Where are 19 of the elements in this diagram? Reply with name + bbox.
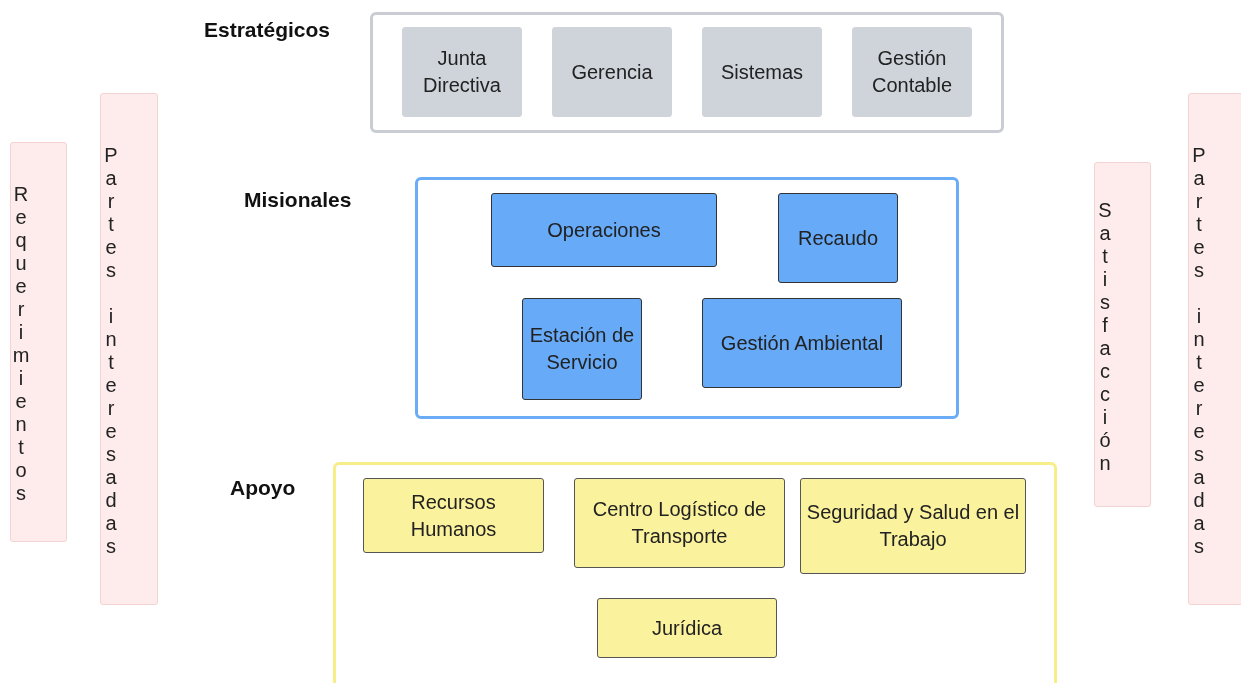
vertical-label-bar: Partes interesadas [1188, 93, 1241, 605]
vertical-label-bar: Requerimientos [10, 142, 67, 542]
process-box: Junta Directiva [402, 27, 522, 117]
process-box: Centro Logístico de Transporte [574, 478, 785, 568]
process-box: Gerencia [552, 27, 672, 117]
process-box: Operaciones [491, 193, 717, 267]
group-heading: Misionales [244, 188, 352, 212]
group-heading: Estratégicos [204, 18, 331, 42]
process-box: Seguridad y Salud en el Trabajo [800, 478, 1026, 574]
vertical-label-bar: Satisfacción [1094, 162, 1151, 507]
vertical-label-bar: Partes interesadas [100, 93, 158, 605]
group-heading: Apoyo [230, 476, 296, 500]
process-box: Sistemas [702, 27, 822, 117]
process-box: Jurídica [597, 598, 777, 658]
process-box: Recaudo [778, 193, 898, 283]
process-box: Recursos Humanos [363, 478, 544, 553]
process-box: Gestión Contable [852, 27, 972, 117]
process-box: Estación de Servicio [522, 298, 642, 400]
process-box: Gestión Ambiental [702, 298, 902, 388]
